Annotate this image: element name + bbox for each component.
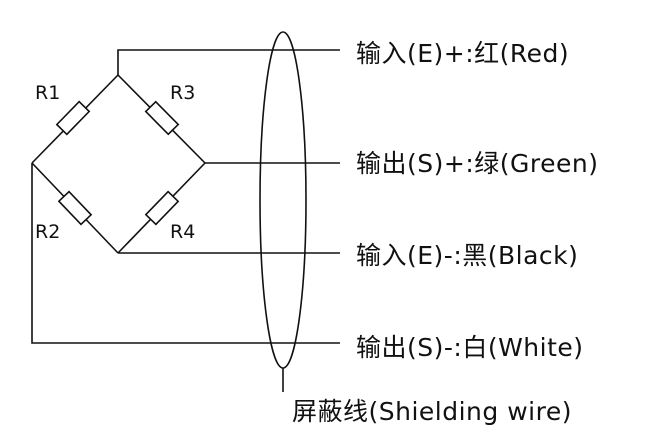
resistor-r1: [55, 100, 91, 136]
resistor-r2: [57, 190, 93, 226]
wire-output-negative: [31, 163, 340, 344]
wire-input-positive: [117, 49, 340, 75]
label-input-negative: 输入(E)-:黑(Black): [356, 241, 579, 270]
label-output-positive: 输出(S)+:绿(Green): [356, 149, 599, 178]
label-r2: R2: [35, 221, 61, 243]
resistor-r3: [144, 100, 180, 136]
label-r3: R3: [170, 82, 196, 104]
label-input-positive: 输入(E)+:红(Red): [356, 39, 570, 68]
label-shielding-wire: 屏蔽线(Shielding wire): [292, 397, 572, 426]
label-r4: R4: [170, 221, 196, 243]
resistor-r4: [144, 190, 180, 226]
label-r1: R1: [35, 82, 61, 104]
shield-ellipse: [259, 31, 307, 369]
label-output-negative: 输出(S)-:白(White): [356, 333, 584, 362]
